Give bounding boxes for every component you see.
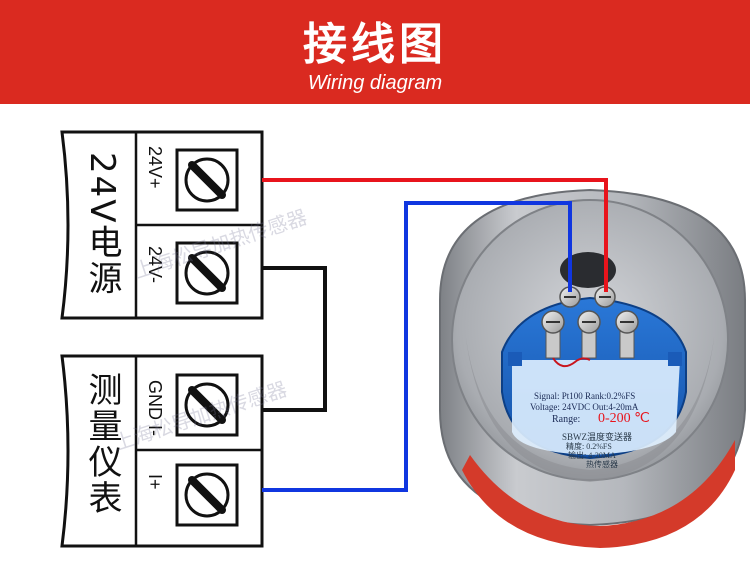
wire-red-positive bbox=[262, 178, 608, 292]
module-maker-text: 热传感器 bbox=[586, 460, 618, 469]
power-screw-positive bbox=[184, 157, 230, 203]
power-supply-label: 24V电源 bbox=[82, 152, 122, 297]
transmitter-output-screw-negative bbox=[559, 286, 581, 308]
module-output-text: 输出: 4-20MA bbox=[568, 451, 616, 460]
meter-label: 测量仪表 bbox=[82, 372, 122, 516]
meter-screw-gnd bbox=[184, 382, 230, 428]
transmitter-terminal-screw-3 bbox=[615, 310, 639, 359]
wire-blue-input bbox=[262, 201, 572, 492]
module-signal-text: Signal: Pt100 Rank:0.2%FS bbox=[534, 391, 636, 401]
module-range-label: Range: bbox=[552, 414, 581, 425]
transmitter-terminal-screw-2 bbox=[577, 310, 601, 359]
transmitter-terminal-screw-1 bbox=[541, 310, 565, 359]
power-screw-negative bbox=[184, 250, 230, 296]
module-accuracy-text: 精度: 0.2%FS bbox=[566, 442, 612, 451]
module-range-value: 0-200 ℃ bbox=[598, 411, 650, 426]
meter-terminal-input-label: I+ bbox=[145, 474, 165, 490]
power-terminal-positive-label: 24V+ bbox=[145, 146, 165, 189]
power-terminal-negative-label: 24V- bbox=[145, 246, 165, 284]
page-title: 接线图 bbox=[303, 19, 447, 70]
module-voltage-text: Voltage: 24VDC Out:4-20mA bbox=[530, 402, 639, 412]
header-banner: 接线图 Wiring diagram bbox=[0, 0, 750, 104]
module-brand-text: SBWZ温度变送器 bbox=[562, 432, 633, 442]
page-subtitle: Wiring diagram bbox=[307, 72, 443, 94]
meter-screw-input bbox=[184, 472, 230, 518]
wire-black-ground bbox=[262, 266, 327, 412]
meter-terminal-gnd-label: GND I- bbox=[145, 380, 165, 436]
sensor-lead-red bbox=[552, 357, 591, 368]
